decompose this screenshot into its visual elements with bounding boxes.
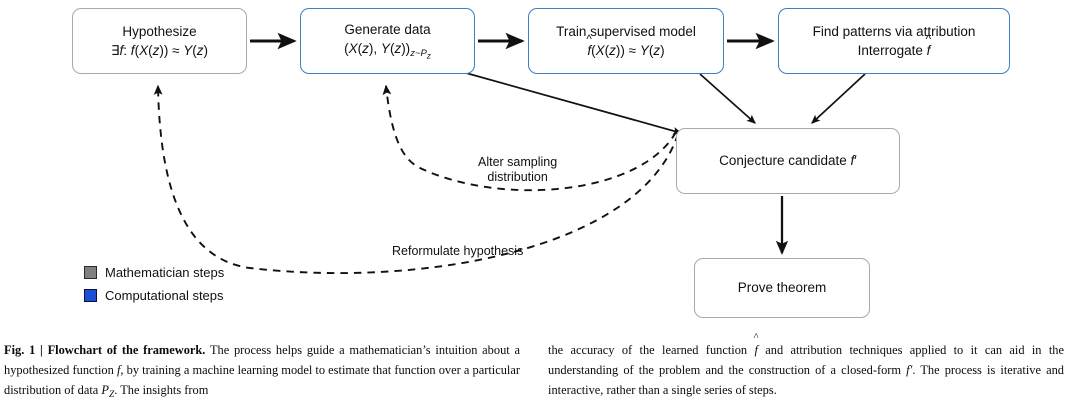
caption-title: Flowchart of the framework. [47,343,206,357]
caption-right-body-3: . The process is iterative and interacti… [548,363,1064,398]
node-prove-theorem[interactable]: Prove theorem [694,258,870,318]
edge-label-alter-sampling-line1: Alter sampling [478,155,558,169]
node-find-patterns-line2: Interrogate f [858,42,931,59]
arrow-generate-to-conjecture [465,72,683,135]
caption-separator: | [35,343,48,357]
node-train-model-line1: Train supervised model [556,23,696,39]
caption-left-symbol-P: P [101,383,109,398]
caption-left-symbol-f: f [116,363,121,378]
caption-right-body-1: the accuracy of the learned function [548,343,755,357]
caption-left-symbol-P-sub: Z [108,390,115,401]
edge-label-reformulate-hypothesis: Reformulate hypothesis [392,244,524,258]
node-conjecture-line1: Conjecture candidate f′ [719,153,857,169]
legend: Mathematician steps Computational steps [84,265,224,311]
node-hypothesize-line1: Hypothesize [122,23,197,39]
legend-item-computational: Computational steps [84,288,224,303]
caption-left-body-3: . The insights from [114,383,209,398]
node-prove-theorem-line1: Prove theorem [737,280,827,296]
caption-figure-label: Fig. 1 [4,343,36,357]
node-train-supervised-model[interactable]: Train supervised model f(X(z)) ≈ Y(z) [528,8,724,74]
caption-left-body-1: The process helps guide a mathematician’… [4,343,520,378]
legend-item-mathematician: Mathematician steps [84,265,224,280]
legend-swatch-blue-icon [84,289,97,302]
caption-column-left: Fig. 1 | Flowchart of the framework. The… [4,340,520,404]
node-hypothesize[interactable]: Hypothesize ∃f: f(X(z)) ≈ Y(z) [72,8,247,74]
caption-right-symbol-fprime: f′ [906,363,913,378]
figure-caption: Fig. 1 | Flowchart of the framework. The… [0,340,1080,404]
arrow-findpatterns-to-conjecture [811,73,866,124]
node-train-model-line2: f(X(z)) ≈ Y(z) [587,42,664,59]
node-generate-data-line2: (X(z), Y(z))z~Pz [344,40,431,61]
caption-right-body-2: and attribution techniques applied to it… [548,343,1064,378]
figure-flowchart: Hypothesize ∃f: f(X(z)) ≈ Y(z) Generate … [0,0,1080,336]
node-generate-data-line1: Generate data [344,21,431,37]
edge-label-alter-sampling: Alter sampling distribution [478,155,557,186]
legend-label-computational: Computational steps [105,288,224,303]
caption-right-symbol-fhat: f [754,340,757,360]
legend-label-mathematician: Mathematician steps [105,265,225,280]
edge-label-alter-sampling-line2: distribution [487,170,548,185]
node-generate-data[interactable]: Generate data (X(z), Y(z))z~Pz [300,8,475,74]
caption-column-right: the accuracy of the learned function f a… [548,340,1064,404]
node-find-patterns[interactable]: Find patterns via attribution Interrogat… [778,8,1010,74]
caption-left-body-2: , by training a machine learning model t… [4,363,520,398]
legend-swatch-gray-icon [84,266,97,279]
node-conjecture-candidate[interactable]: Conjecture candidate f′ [676,128,900,194]
node-hypothesize-line2: ∃f: f(X(z)) ≈ Y(z) [110,43,208,58]
arrow-train-to-conjecture [699,73,756,124]
node-find-patterns-line1: Find patterns via attribution [812,23,976,39]
